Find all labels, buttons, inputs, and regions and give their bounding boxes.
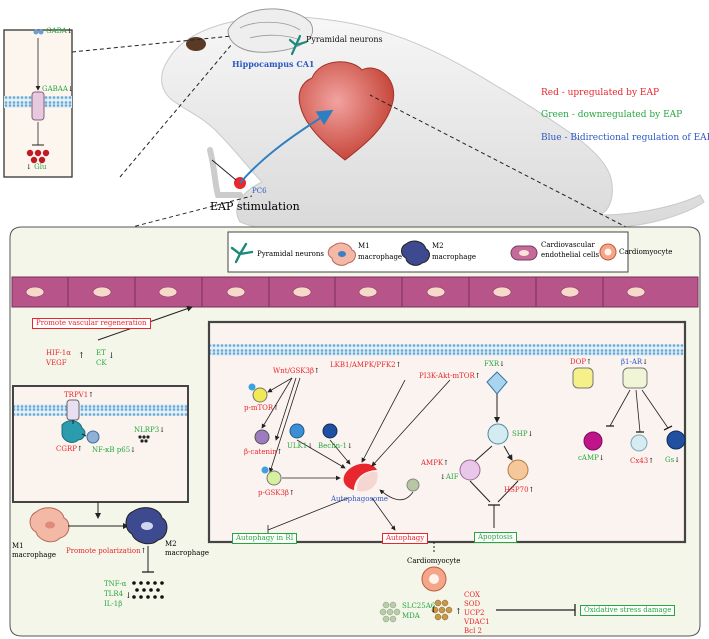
promote-vascular-label: Promote vascular regeneration: [32, 318, 151, 329]
oxidative-stress-label: Oxidative stress damage: [580, 605, 676, 616]
left-m1-label: M1: [12, 542, 24, 550]
slc-mda-arrow: ↓: [430, 605, 437, 614]
legend-endob-label: endothelial cells: [541, 251, 600, 259]
hsp70-label: HSP70↑: [504, 486, 535, 494]
left-m2-label: M2: [165, 540, 177, 548]
wnt-label: Wnt/GSK3β↑: [273, 367, 320, 375]
autophagy-ri-label: Autophagy in RI: [232, 533, 298, 544]
pgsk-label: p-GSK3β↑: [258, 489, 295, 497]
cardiomyocyte-label: Cardiomyocyte: [407, 557, 461, 565]
legend-blue: Blue - Bidirectional regulation of EAP: [541, 133, 709, 143]
legend-m2-label: M2: [432, 242, 444, 250]
vdac1-label: VDAC1: [464, 618, 490, 626]
endothelial-vessel-row: [11, 276, 699, 308]
pc6-label: PC6: [252, 187, 267, 195]
sod-label: SOD: [464, 600, 481, 608]
legend-m1-label: M1: [358, 242, 370, 250]
cx43-label: Cx43↑: [630, 457, 655, 465]
glu-label: ↓ Glu: [26, 163, 47, 171]
pi3k-label: PI3K-Akt-mTOR↑: [419, 372, 481, 380]
il1b-label: IL-1β: [104, 600, 123, 608]
nfkb-label: NF-κB p65↓: [92, 446, 137, 454]
bcatenin-label: β-catenin↑: [244, 448, 283, 456]
tlr4-label: TLR4: [104, 590, 124, 598]
ulk1-label: ULK1↓: [287, 442, 314, 450]
heart-illustration: [298, 61, 395, 161]
autophagosome-label: Autophagosome: [331, 495, 389, 503]
legend-m1b-label: macrophage: [358, 253, 403, 261]
hippocampus-label: Hippocampus CA1: [232, 59, 315, 69]
gabaa-label: GABAA↓: [42, 85, 74, 93]
tnf-label: TNF-α: [104, 580, 127, 588]
bcl2-label: Bcl 2: [464, 627, 482, 635]
mda-label: MDA: [402, 612, 420, 620]
legend-m2b-label: macrophage: [432, 253, 477, 261]
cytokines-arrow: ↓: [125, 591, 132, 600]
ampk-label: AMPK↑: [421, 459, 450, 467]
endothelial-cells: [25, 286, 646, 298]
cgrp-label: CGRP↑: [56, 445, 83, 453]
fxr-label: FXR↓: [484, 360, 505, 368]
trpv1-label: TRPV1↑: [64, 391, 95, 399]
shp-label: SHP↓: [512, 430, 534, 438]
hif-vegf-arrow: ↑: [78, 351, 85, 360]
cardiomyocyte-signaling-box: [207, 320, 687, 544]
apoptosis-label: Apoptosis: [474, 532, 517, 543]
cox-label: COX: [464, 591, 480, 599]
et-label: ET: [96, 349, 106, 357]
autophagy-label: Autophagy: [382, 533, 429, 544]
ck-label: CK: [96, 359, 107, 367]
legend-pyramidal-label: Pyramidal neurons: [257, 250, 324, 258]
left-m1b-label: macrophage: [12, 551, 57, 559]
dop-label: DOP↑: [570, 358, 592, 366]
slc-label: SLC25A6: [402, 602, 436, 610]
hif-label: HIF-1α: [46, 349, 71, 357]
gs-label: Gs↓: [665, 456, 681, 464]
vegf-label: VEGF: [46, 359, 67, 367]
legend-icons: [230, 240, 617, 266]
eap-stimulation-label: EAP stimulation: [210, 200, 300, 213]
left-m2b-label: macrophage: [165, 549, 210, 557]
nlrp3-label: NLRP3↓: [134, 426, 166, 434]
camp-label: cAMP↓: [578, 454, 605, 462]
legend-green: Green - downregulated by EAP: [541, 110, 683, 120]
b1ar-label: β1-AR↓: [621, 358, 649, 366]
legend-cardio-label: Cardiomyocyte: [619, 248, 673, 256]
legend-red: Red - upregulated by EAP: [541, 88, 660, 98]
pyramidal-neurons-label: Pyramidal neurons: [306, 35, 383, 44]
beclin-label: Beclin-1↓: [318, 442, 353, 450]
legend-endo-label: Cardiovascular: [541, 241, 595, 249]
et-ck-arrow: ↓: [108, 351, 115, 360]
aif-label: ↓AIF: [440, 473, 459, 481]
gaba-label: GABA↓: [46, 27, 73, 35]
pyramidal-neuron-icon: [288, 34, 308, 56]
ucp2-label: UCP2: [464, 609, 485, 617]
cox-group-arrow: ↑: [455, 607, 462, 616]
pmtor-label: p-mTOR↑: [244, 404, 280, 412]
promote-polarization-label: Promote polarization↑: [66, 547, 147, 555]
lkb-label: LKB1/AMPK/PFK2↑: [330, 361, 402, 369]
